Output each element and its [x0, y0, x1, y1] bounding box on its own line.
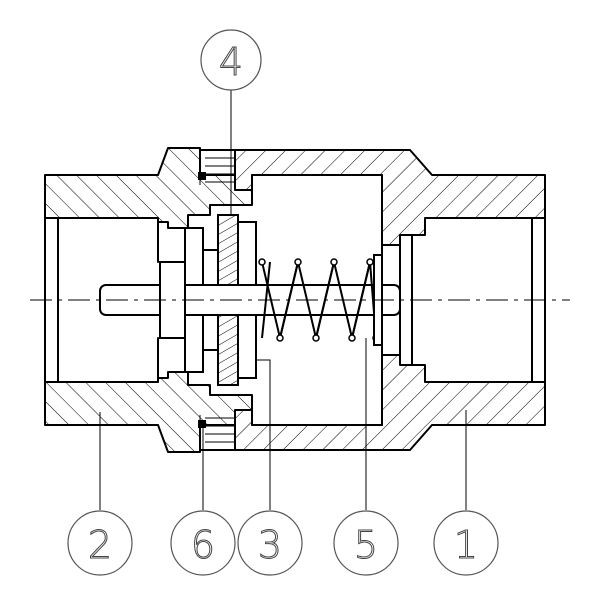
callout-1: 1 [433, 510, 499, 576]
svg-text:6: 6 [191, 523, 215, 567]
callout-5: 5 [333, 510, 399, 576]
thread-upper [199, 152, 235, 185]
o-ring-lower [198, 420, 206, 428]
callout-2: 2 [67, 510, 133, 576]
svg-text:4: 4 [219, 40, 243, 84]
svg-text:2: 2 [88, 523, 112, 567]
callout-3: 3 [237, 510, 303, 576]
svg-text:5: 5 [354, 523, 378, 567]
callout-4: 4 [200, 29, 262, 91]
svg-text:1: 1 [454, 523, 478, 567]
o-ring-upper [198, 172, 206, 180]
thread-lower [199, 415, 235, 448]
svg-text:3: 3 [258, 523, 282, 567]
callout-6: 6 [170, 510, 236, 576]
leader-3 [256, 359, 271, 510]
